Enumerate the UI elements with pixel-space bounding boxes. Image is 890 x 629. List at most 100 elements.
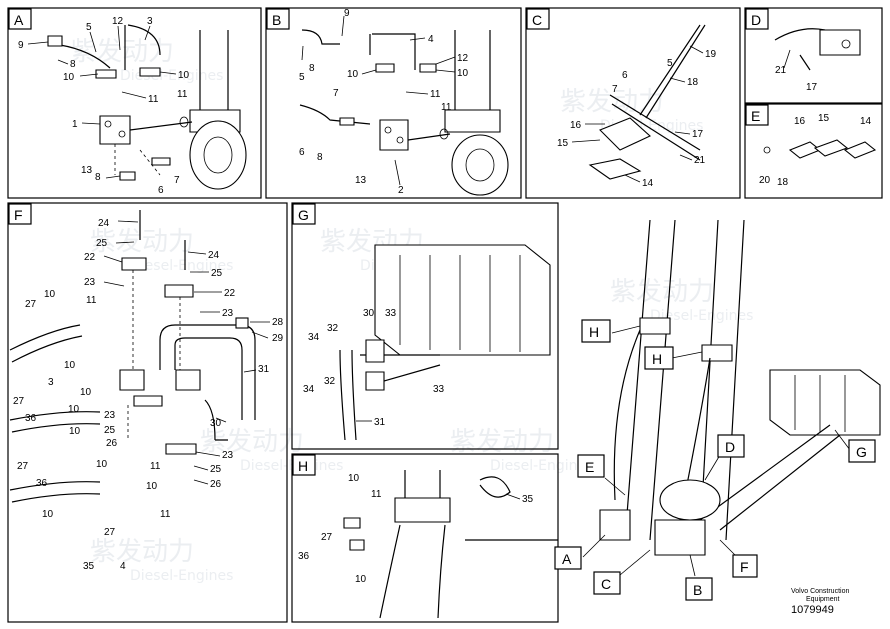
callout: 14	[642, 178, 654, 189]
callout: 10	[63, 72, 75, 83]
overview-tag-b: B	[693, 582, 702, 598]
overview-machine	[599, 219, 881, 556]
callout: 27	[13, 396, 25, 407]
callout: 34	[303, 384, 315, 395]
callout: 22	[84, 252, 96, 263]
panel-a-label: A	[14, 12, 24, 28]
callout: 33	[433, 384, 445, 395]
callout: 30	[363, 308, 375, 319]
callout: 35	[522, 494, 534, 505]
overview-tags: H H D E G A C B F	[554, 319, 876, 601]
callout: 6	[622, 70, 628, 81]
watermark-sub: Diesel-Engines	[130, 568, 233, 584]
callout: 15	[818, 113, 830, 124]
panel-b: B 9 4 5 8 12 10 10 7 11 11 6 8 13 2	[265, 7, 522, 199]
callout: 20	[759, 175, 771, 186]
callout: 28	[272, 317, 284, 328]
callout: 26	[210, 479, 222, 490]
watermark-sub: Diesel-Engines	[650, 308, 753, 324]
overview-tag-e: E	[585, 459, 594, 475]
callout: 7	[612, 84, 618, 95]
callout: 11	[430, 89, 441, 100]
callout: 11	[148, 94, 159, 105]
callout: 14	[860, 116, 872, 127]
callout: 9	[18, 40, 24, 51]
callout: 10	[96, 459, 108, 470]
overview-tag-f: F	[740, 559, 749, 575]
callout: 10	[44, 289, 56, 300]
panel-h: H 10 11 27 36 10 35	[291, 453, 559, 623]
panel-f-label: F	[14, 207, 23, 223]
callout: 3	[48, 377, 54, 388]
callout: 10	[347, 69, 359, 80]
panel-c: C 19 5 6 18 7 16 17 15 21 14	[525, 7, 741, 199]
callout: 17	[806, 82, 818, 93]
callout: 10	[69, 426, 81, 437]
callout: 25	[96, 238, 108, 249]
callout: 24	[208, 250, 220, 261]
footer: Volvo Construction Equipment 1079949	[791, 588, 849, 616]
panel-a: A 9 5 12 3 8 10 10 11 11 1 13 8 6 7	[7, 7, 262, 199]
callout: 25	[210, 464, 222, 475]
watermark-brand: 紫发动力	[90, 227, 194, 257]
overview-tag-h: H	[589, 324, 599, 340]
callout: 36	[298, 551, 310, 562]
watermark-brand: 紫发动力	[90, 537, 194, 567]
callout: 8	[317, 152, 323, 163]
callout: 13	[355, 175, 367, 186]
callout: 36	[25, 413, 37, 424]
overview-tag-c: C	[601, 576, 611, 592]
overview-tag-g: G	[856, 444, 867, 460]
callout: 12	[112, 16, 124, 27]
callout: 35	[83, 561, 95, 572]
callout: 7	[333, 88, 339, 99]
panel-g: G 30 33 34 32 34 32 33 31	[291, 202, 559, 450]
watermark-brand: 紫发动力	[200, 427, 304, 457]
callout: 3	[147, 16, 153, 27]
callout: 10	[146, 481, 158, 492]
panel-d-label: D	[751, 12, 761, 28]
callout: 2	[398, 185, 404, 196]
watermark-brand: 紫发动力	[560, 87, 664, 117]
callout: 33	[385, 308, 397, 319]
callout: 25	[211, 268, 223, 279]
callout: 11	[150, 461, 161, 472]
callout: 19	[705, 49, 717, 60]
callout: 10	[80, 387, 92, 398]
callout: 18	[687, 77, 699, 88]
callout: 11	[160, 509, 171, 520]
overview-tag-a: A	[562, 551, 572, 567]
callout: 31	[374, 417, 386, 428]
watermark-sub: Diesel-Engines	[120, 68, 223, 84]
callout: 16	[794, 116, 806, 127]
panel-g-label: G	[298, 207, 309, 223]
panel-e: E 16 15 14 20 18	[744, 103, 883, 199]
callout: 27	[17, 461, 29, 472]
callout: 25	[104, 425, 116, 436]
callout: 27	[25, 299, 37, 310]
callout: 10	[355, 574, 367, 585]
callout: 10	[64, 360, 76, 371]
callout: 1	[72, 119, 78, 130]
callout: 18	[777, 177, 789, 188]
footer-drawing-number: 1079949	[791, 604, 834, 616]
callout: 11	[177, 89, 188, 100]
watermark-brand: 紫发动力	[610, 277, 714, 307]
callout: 26	[106, 438, 118, 449]
callout: 22	[224, 288, 236, 299]
callout: 9	[344, 8, 350, 19]
watermark-sub: Diesel-Engines	[130, 258, 233, 274]
callout: 23	[222, 308, 234, 319]
callout: 21	[694, 155, 706, 166]
callout: 30	[210, 418, 222, 429]
callout: 27	[104, 527, 116, 538]
watermark-brand: 紫发动力	[450, 427, 554, 457]
callout: 29	[272, 333, 284, 344]
callout: 5	[86, 22, 92, 33]
callout: 8	[70, 59, 76, 70]
callout: 10	[68, 404, 80, 415]
callout: 32	[327, 323, 339, 334]
panel-b-label: B	[272, 12, 281, 28]
footer-company-line1: Volvo Construction	[791, 588, 849, 595]
callout: 32	[324, 376, 336, 387]
